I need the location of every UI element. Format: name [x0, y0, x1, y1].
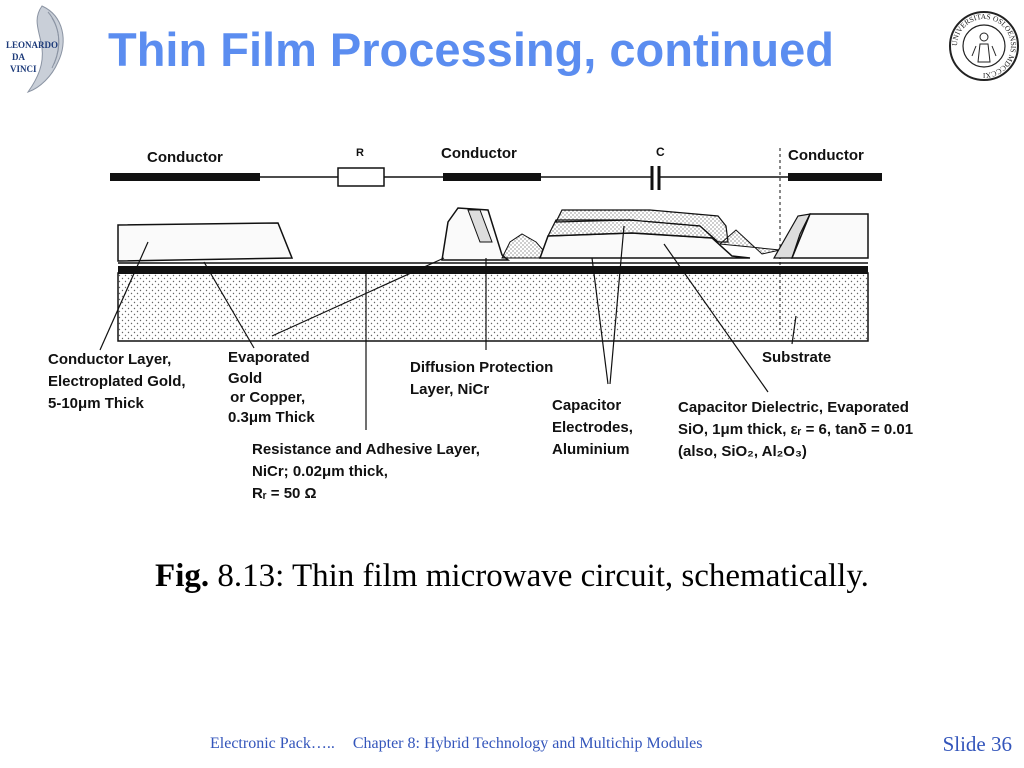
leader-lines — [99, 225, 797, 430]
resistance-label-3: Rᵣ = 50 Ω — [252, 485, 317, 502]
conductor-pad-right-edge — [772, 213, 812, 259]
conductor-pad-left — [117, 222, 294, 262]
university-seal-logo: UNIVERSITAS OSLOENSIS MDCCCXI — [949, 11, 1019, 81]
cap-electrodes-label-1: Capacitor — [552, 397, 621, 414]
evaporated-gold-label-2: Gold — [228, 370, 262, 387]
substrate-label: Substrate — [762, 349, 831, 366]
leonardo-da-vinci-logo: LEONARDO DA VINCI — [6, 5, 64, 93]
footer-left: Electronic Pack….. Chapter 8: Hybrid Tech… — [210, 735, 703, 753]
cap-dielectric-label-2: SiO, 1μm thick, εᵣ = 6, tanδ = 0.01 — [678, 421, 913, 438]
cap-electrodes-label-2: Electrodes, — [552, 419, 633, 436]
resistance-label-1: Resistance and Adhesive Layer, — [252, 441, 480, 458]
conductor-label-mid: Conductor — [441, 145, 517, 162]
logo-left-line-1: LEONARDO — [6, 40, 58, 50]
diagram-labels: Conductor Layer, Electroplated Gold, 5-1… — [48, 349, 913, 502]
caption-text: 8.13: Thin film microwave circuit, schem… — [209, 558, 869, 594]
footer-course: Electronic Pack….. — [210, 735, 335, 752]
cap-electrodes-label-3: Aluminium — [552, 441, 630, 458]
logo-left-line-3: VINCI — [10, 64, 37, 74]
cap-dielectric-label-1: Capacitor Dielectric, Evaporated — [678, 399, 909, 416]
conductor-bar-mid — [443, 173, 541, 181]
conductor-pad-mid-side — [467, 209, 493, 243]
diffusion-label-1: Diffusion Protection — [410, 359, 553, 376]
conductor-bar-right — [788, 173, 882, 181]
resistance-label-2: NiCr; 0.02μm thick, — [252, 463, 388, 480]
conductor-label-right: Conductor — [788, 147, 864, 164]
conductor-pad-mid — [441, 207, 511, 261]
conductor-layer-label-2: Electroplated Gold, — [48, 373, 186, 390]
evaporated-gold-label-1: Evaporated — [228, 349, 310, 366]
footer-chapter: Chapter 8: Hybrid Technology and Multich… — [352, 735, 703, 752]
diffusion-label-2: Layer, NiCr — [410, 381, 489, 398]
nicr-adhesive-layer — [118, 266, 868, 274]
cross-section — [117, 207, 869, 342]
cap-dielectric-label-3: (also, SiO₂, Al₂O₃) — [678, 443, 807, 460]
evaporated-gold-label-4: 0.3μm Thick — [228, 409, 315, 426]
conductor-layer-label-3: 5-10μm Thick — [48, 395, 145, 412]
resistor-symbol — [337, 167, 385, 187]
conductor-bar-left — [110, 173, 260, 181]
slide-title: Thin Film Processing, continued — [108, 23, 834, 76]
dielectric-edge — [718, 229, 781, 255]
capacitor-top-dielectric — [555, 209, 729, 243]
evaporated-gold-label-3: or Copper, — [226, 389, 305, 406]
caption-fig-label: Fig. — [155, 558, 210, 594]
logo-left-line-2: DA — [12, 52, 25, 62]
conductor-layer-label-1: Conductor Layer, — [48, 351, 171, 368]
thin-film-circuit-diagram: Conductor R Conductor C Conductor — [48, 145, 913, 502]
capacitor-gap — [652, 167, 658, 189]
figure-caption: Fig. 8.13: Thin film microwave circuit, … — [0, 558, 1024, 595]
conductor-label-left: Conductor — [147, 149, 223, 166]
slide-number: Slide 36 — [942, 732, 1012, 756]
capacitor-label: C — [656, 145, 665, 159]
conductor-pad-right — [790, 213, 869, 259]
resistor-label: R — [356, 147, 364, 159]
